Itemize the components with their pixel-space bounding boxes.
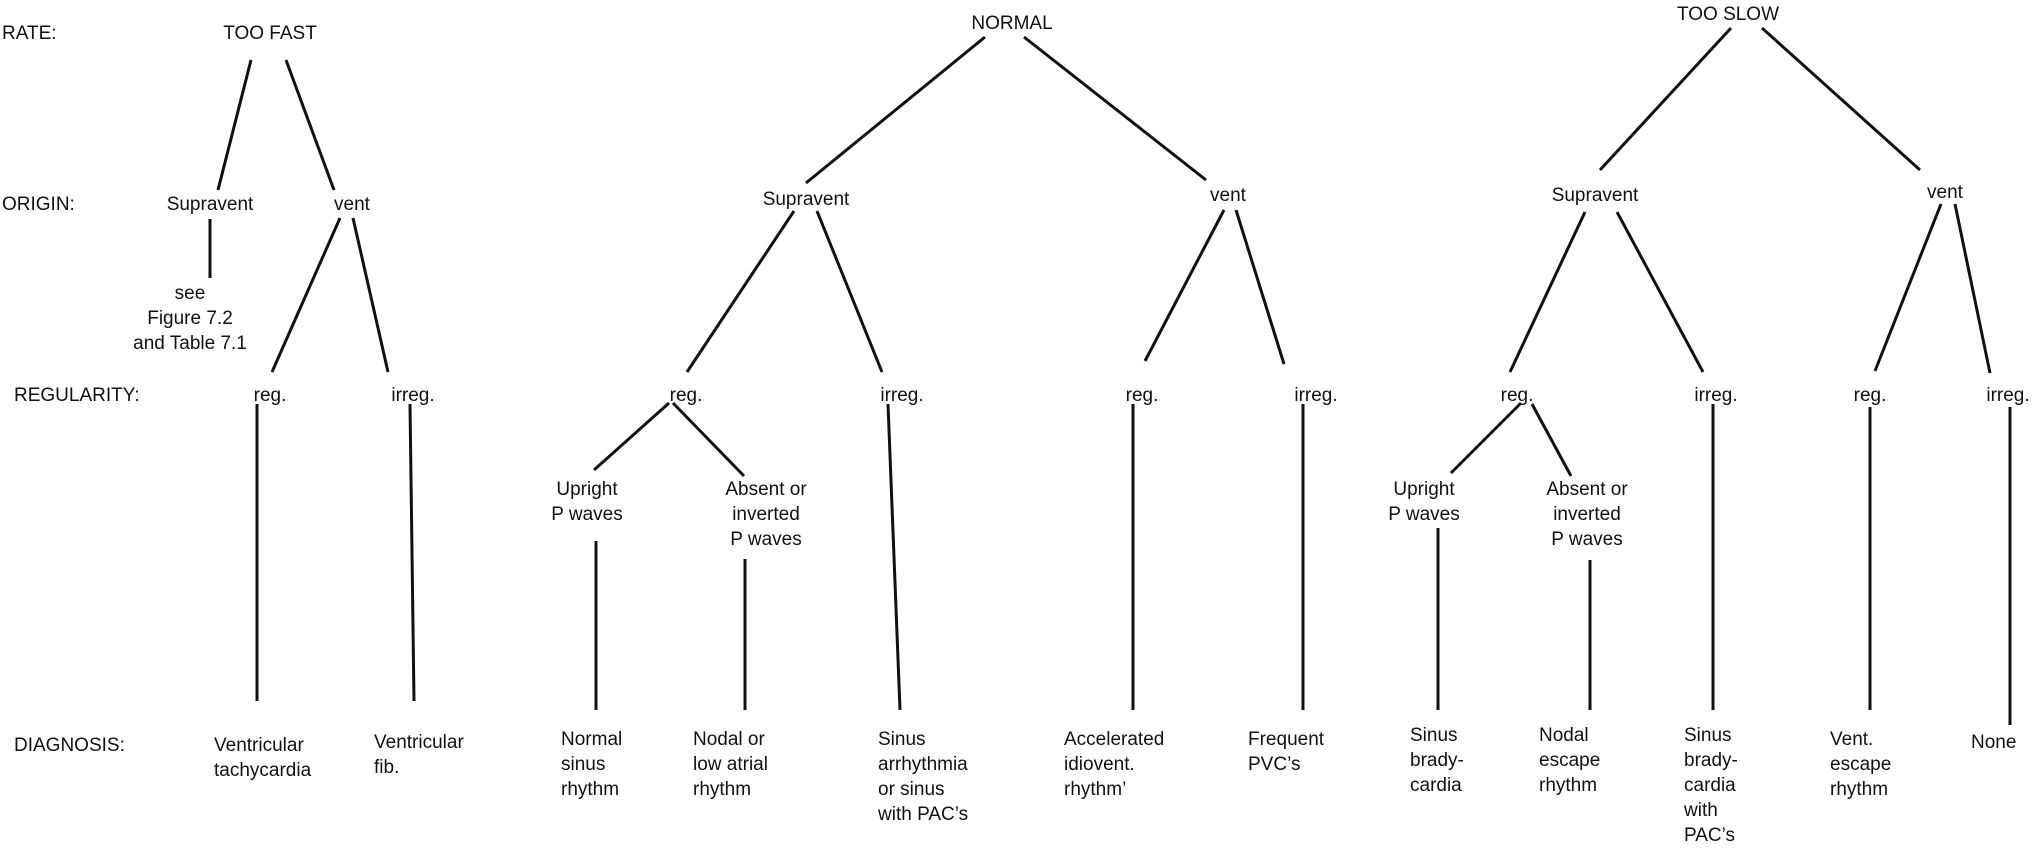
edge-vent-reg (1873, 203, 1943, 372)
p-waves-absent-normal: Absent or inverted P waves (725, 479, 807, 550)
rate-too-slow: TOO SLOW (1676, 4, 1780, 25)
regularity-reg-normal-vent: reg. (1125, 385, 1159, 406)
edge-toofast-vent (284, 59, 336, 191)
row-label-regularity: REGULARITY: (14, 385, 140, 406)
edge-supravent-reg (685, 210, 796, 373)
regularity-irreg-fast: irreg. (391, 385, 435, 406)
edge-vent-irreg (1234, 209, 1286, 365)
regularity-irreg-normal-vent: irreg. (1294, 385, 1338, 406)
origin-supravent-normal: Supravent (762, 189, 850, 210)
row-label-diagnosis: DIAGNOSIS: (14, 735, 125, 756)
edge-vent-irreg (1953, 203, 1992, 374)
diagnosis-normal-sinus-rhythm: Normal sinus rhythm (561, 729, 623, 800)
diagnosis-ventricular-fib: Ventricular fib. (374, 732, 464, 778)
regularity-reg-fast: reg. (253, 385, 287, 406)
edge-supravent-reg (1508, 211, 1587, 373)
origin-supravent-slow: Supravent (1551, 185, 1639, 206)
edge-supravent-irreg (1615, 211, 1705, 373)
regularity-irreg-normal-supra: irreg. (880, 385, 924, 406)
diagnosis-vent-escape: Vent. escape rhythm (1830, 729, 1892, 800)
edge-vent-reg (270, 217, 342, 373)
edge-toofast-supravent (216, 59, 253, 191)
rate-normal: NORMAL (971, 13, 1053, 34)
rate-too-fast: TOO FAST (223, 23, 317, 44)
regularity-reg-slow-vent: reg. (1853, 385, 1887, 406)
edge-vent-irreg (351, 217, 390, 373)
diagnosis-nodal-escape: Nodal escape rhythm (1539, 725, 1601, 796)
p-waves-upright-slow: Upright P waves (1388, 479, 1460, 525)
origin-vent-fast: vent (334, 194, 370, 215)
edge-reg-absent (671, 401, 746, 478)
diagnosis-sinus-brady-pacs: Sinus brady- cardia with PAC’s (1684, 725, 1738, 846)
regularity-reg-slow-supra: reg. (1500, 385, 1534, 406)
edge-reg-upright (593, 401, 670, 472)
diagnosis-sinus-bradycardia: Sinus brady- cardia (1410, 725, 1464, 796)
origin-vent-slow: vent (1927, 182, 1963, 203)
edge-irreg-vfib (408, 403, 416, 702)
diagnosis-accelerated-idiovent: Accelerated idiovent. rhythm’ (1064, 729, 1165, 800)
origin-supravent-fast: Supravent (166, 194, 254, 215)
diagnosis-nodal-low-atrial: Nodal or low atrial rhythm (693, 729, 768, 800)
edge-reg-absent (1530, 403, 1573, 477)
p-waves-upright-normal: Upright P waves (551, 479, 623, 525)
diagnosis-frequent-pvcs: Frequent PVC’s (1248, 729, 1325, 775)
regularity-irreg-slow-supra: irreg. (1694, 385, 1738, 406)
diagnosis-sinus-arrhythmia: Sinus arrhythmia or sinus with PAC’s (878, 729, 969, 825)
edge-supravent-irreg (815, 210, 884, 373)
p-waves-absent-slow: Absent or inverted P waves (1546, 479, 1628, 550)
row-label-origin: ORIGIN: (2, 194, 75, 215)
regularity-irreg-slow-vent: irreg. (1986, 385, 2030, 406)
diagnosis-ventricular-tachycardia: Ventricular tachycardia (214, 735, 312, 781)
edge-vent-reg (1143, 209, 1226, 362)
edge-reg-upright (1449, 402, 1522, 475)
regularity-reg-normal-supra: reg. (669, 385, 703, 406)
edge-normal-supravent (805, 35, 986, 185)
diagnosis-none: None (1971, 732, 2017, 753)
row-label-rate: RATE: (2, 23, 57, 44)
edge-tooslow-supravent (1598, 26, 1733, 172)
edge-normal-vent (1023, 35, 1207, 182)
origin-vent-normal: vent (1210, 185, 1246, 206)
see-figure-reference: see Figure 7.2 and Table 7.1 (133, 283, 247, 354)
edge-irreg-sinus-arrhythmia (886, 403, 902, 711)
edge-tooslow-vent (1760, 26, 1922, 172)
